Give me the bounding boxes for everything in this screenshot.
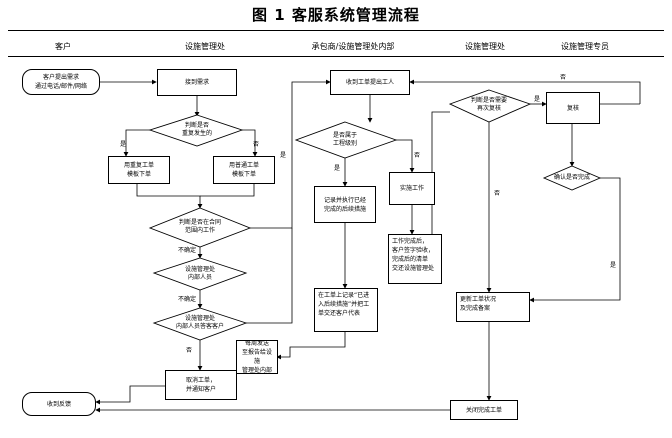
label-judge-contract: 判断是否在合同 范围内工作 xyxy=(178,219,221,234)
label-judge-visit: 设施管理处 内部人员答客客户 xyxy=(175,315,224,330)
node-close-ticket: 关闭完成工单 xyxy=(450,400,518,420)
edge-label-no-4: 否 xyxy=(494,190,501,197)
diamond-judge-contract xyxy=(148,207,252,248)
node-receive-request: 接到需求 xyxy=(157,69,237,96)
node-record-complete: 在工单上记录“已进 入后续措施”并把工 单交还客户代表 xyxy=(314,288,378,332)
edge-label-yes-5: 是 xyxy=(610,262,617,269)
edge-label-no-2: 否 xyxy=(186,347,193,354)
node-normal-ticket: 用普通工单 模板下单 xyxy=(213,156,275,184)
edge-label-no-3: 否 xyxy=(414,152,421,159)
node-close-feedback: 收到反馈 xyxy=(22,392,96,416)
node-implement-work: 实施工作 xyxy=(389,172,435,205)
node-work-done: 工作完成后， 客户签字验收， 完成后的清单 交还设施管理处 xyxy=(388,234,442,284)
edge-label-uncertain-2: 不确定 xyxy=(178,296,197,303)
label-judge-staff: 设施管理处 内部人员 xyxy=(184,266,215,281)
diamond-judge-repeat xyxy=(148,114,244,147)
edge-label-no-1: 否 xyxy=(253,141,260,148)
node-receive-ticket: 收到工单提出工人 xyxy=(330,70,410,95)
diamond-judge-staff xyxy=(152,257,248,291)
diamond-judge-review xyxy=(448,89,532,123)
edge-label-yes-3: 是 xyxy=(334,165,341,172)
lane-customer: 客户 xyxy=(55,42,71,51)
node-update-status: 更新工单状况 及完成备案 xyxy=(456,292,530,322)
node-send-report: 每周发送 至报告给设施 管理处内部 xyxy=(236,340,278,374)
edge-label-no-5: 否 xyxy=(560,74,567,81)
edge-label-yes-2: 是 xyxy=(280,152,287,159)
header-bottom-rule xyxy=(8,56,664,57)
label-confirm-complete: 确认是否完成 xyxy=(553,174,590,181)
lane-facility-2: 设施管理处 xyxy=(465,42,505,51)
edge-label-yes-1: 是 xyxy=(120,141,127,148)
diamond-judge-engineering xyxy=(294,121,398,159)
lane-specialist: 设施管理专员 xyxy=(561,42,609,51)
label-judge-repeat: 判断是否 重复发生的 xyxy=(181,122,212,137)
edge-label-yes-4: 是 xyxy=(534,96,541,103)
node-review: 复核 xyxy=(546,92,600,124)
lane-contractor: 承包商/设施管理处内部 xyxy=(311,42,395,51)
lane-facility: 设施管理处 xyxy=(185,42,225,51)
label-judge-review: 判断是否需要 再次复核 xyxy=(470,97,507,112)
diagram-title: 图 1 客服系统管理流程 xyxy=(252,6,420,24)
header-top-rule xyxy=(8,30,664,31)
node-cancel-ticket: 取消工单， 并通知客户 xyxy=(165,370,237,400)
node-record-ticket: 记录并执行已经 完成的后续措施 xyxy=(314,186,376,223)
label-judge-engineering: 是否属于 工程级别 xyxy=(332,132,357,147)
edge-label-uncertain-1: 不确定 xyxy=(178,247,197,254)
node-repeat-ticket: 用重复工单 模板下单 xyxy=(108,156,170,184)
diamond-confirm xyxy=(542,165,602,191)
node-customer-request: 客户提出需求 通过电话/邮件/网络 xyxy=(22,69,100,95)
diamond-judge-visit xyxy=(152,307,248,341)
